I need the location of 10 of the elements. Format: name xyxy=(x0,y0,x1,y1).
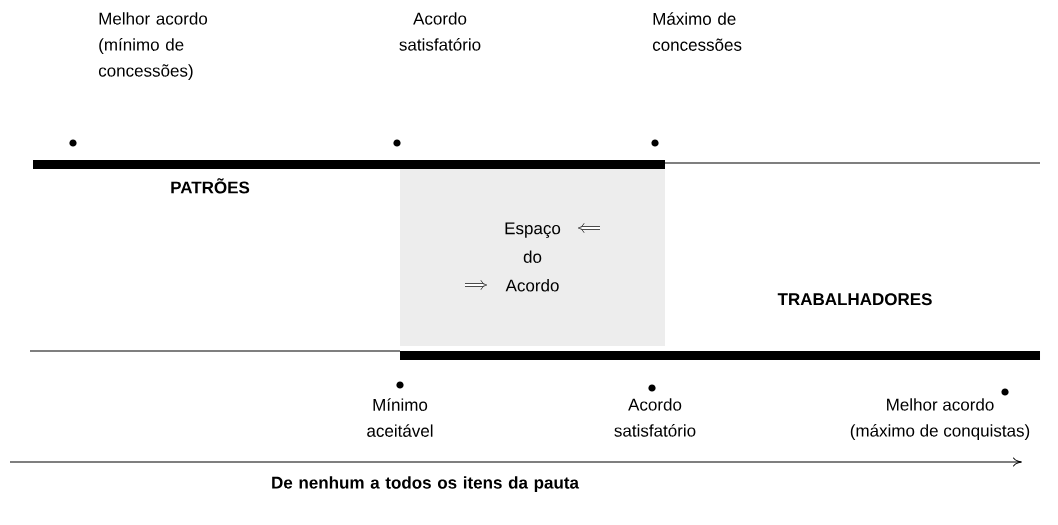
group-label: TRABALHADORES xyxy=(777,293,932,306)
point-label: Melhor acordo (mínimo de concessões) xyxy=(98,12,208,81)
point-label: Máximo de concessões xyxy=(652,12,742,51)
point-label: Acordo satisfatório xyxy=(614,398,696,437)
agreement-zone: Espaço do Acordo xyxy=(400,168,665,346)
point-label: Mínimo aceitável xyxy=(367,398,433,437)
point-label: Melhor acordo (máximo de conquistas) xyxy=(850,398,1030,441)
group-label: PATRÕES xyxy=(171,178,250,194)
axis-label: De nenhum a todos os itens da pauta xyxy=(272,476,580,493)
point-label: Acordo satisfatório xyxy=(399,12,481,51)
